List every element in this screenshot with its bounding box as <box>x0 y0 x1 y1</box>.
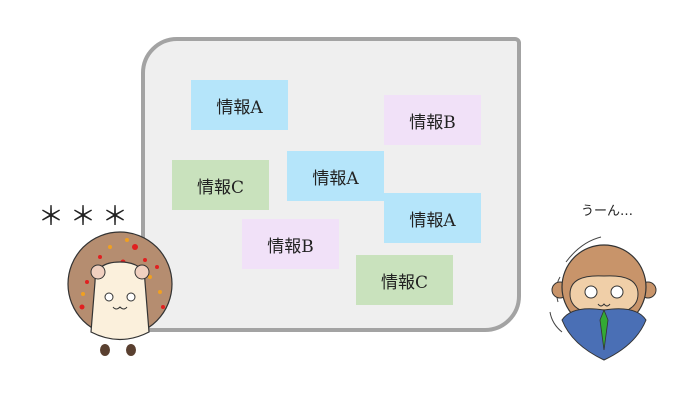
info-card-c: 情報C <box>356 255 453 305</box>
monkey-caption: うーん… <box>581 204 634 219</box>
info-card-b: 情報B <box>242 219 339 269</box>
info-card-b: 情報B <box>384 95 481 145</box>
info-card-a: 情報A <box>384 193 481 243</box>
hedgehog-illustration <box>67 231 173 356</box>
monkey-illustration <box>549 236 657 361</box>
info-card-a: 情報A <box>287 151 384 201</box>
hedgehog-caption: ＊＊＊ <box>38 202 135 232</box>
info-card-c: 情報C <box>172 160 269 210</box>
info-card-a: 情報A <box>191 80 288 130</box>
